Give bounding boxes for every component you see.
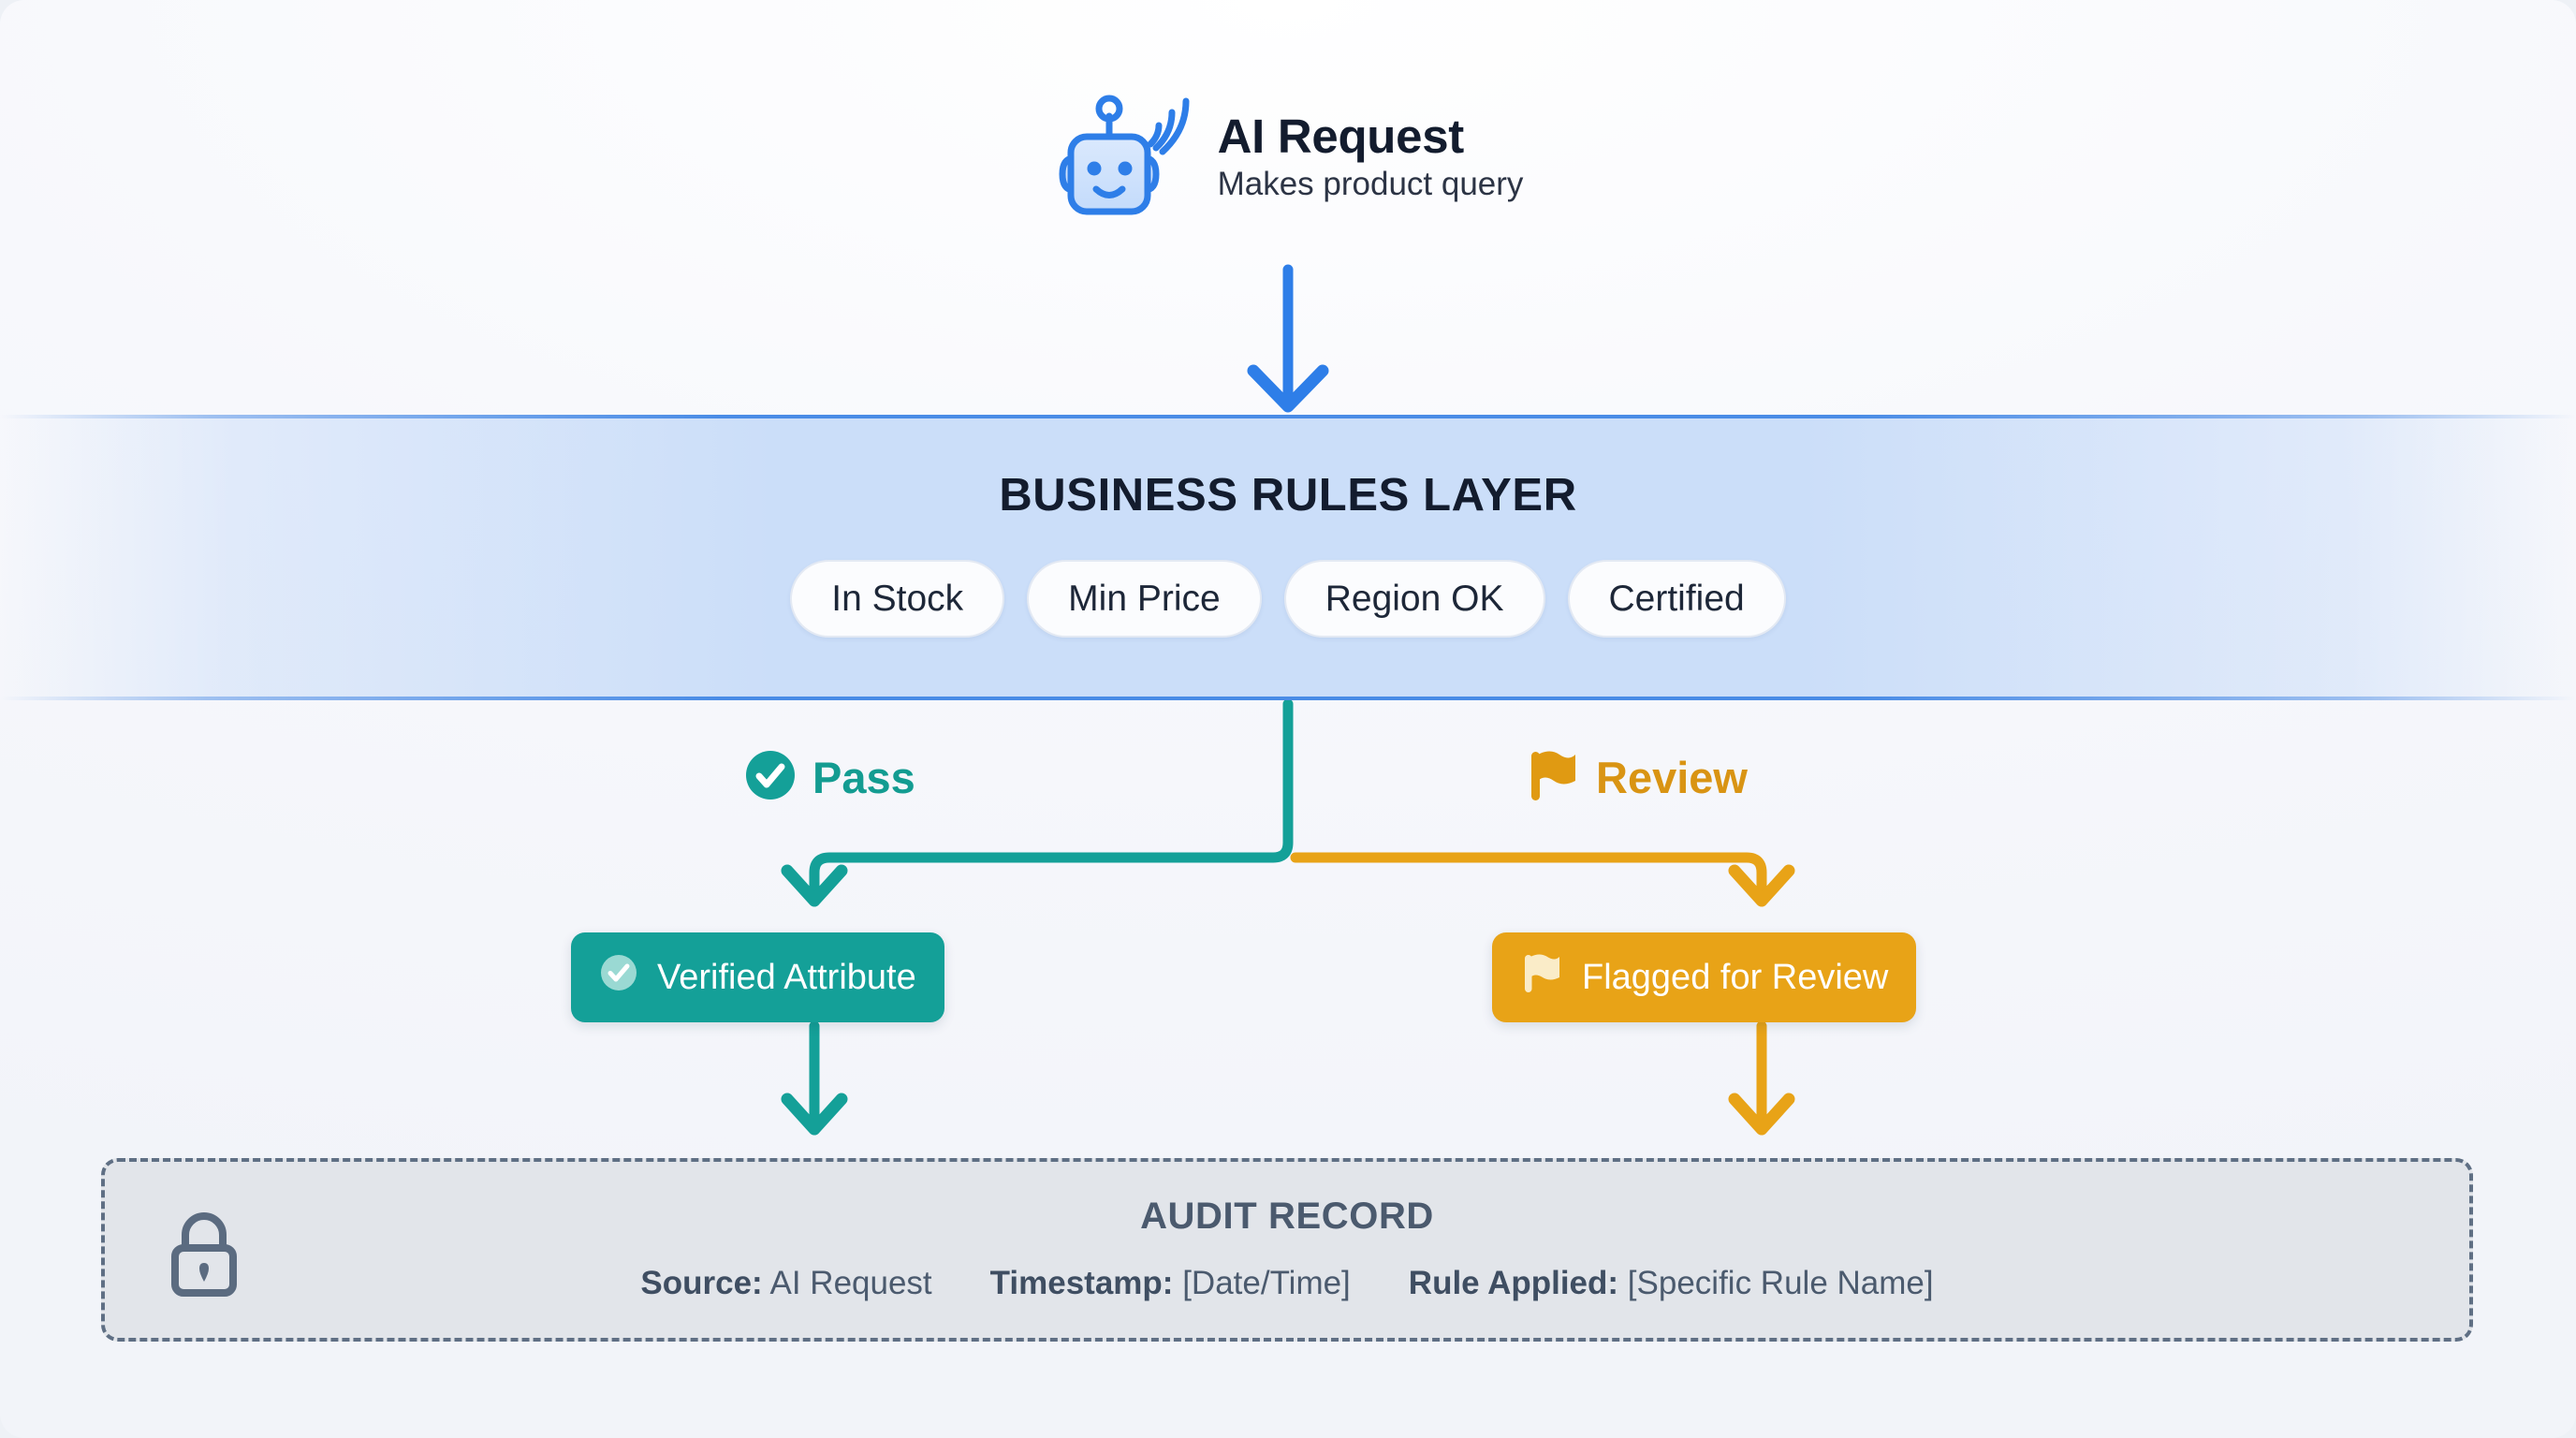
check-circle-icon	[599, 953, 638, 1002]
audit-field-source-key: Source:	[640, 1265, 763, 1301]
connector-verified-to-audit	[781, 1020, 848, 1136]
audit-field-timestamp: Timestamp: [Date/Time]	[990, 1264, 1351, 1303]
audit-record: AUDIT RECORD Source: AI Request Timestam…	[101, 1158, 2473, 1342]
business-rules-layer: BUSINESS RULES LAYER In Stock Min Price …	[0, 415, 2576, 700]
rule-pill-certified[interactable]: Certified	[1567, 560, 1786, 638]
rules-layer-title: BUSINESS RULES LAYER	[999, 470, 1577, 521]
source-node: AI Request Makes product query	[0, 86, 2576, 227]
lock-icon	[161, 1207, 247, 1299]
source-text: AI Request Makes product query	[1218, 112, 1524, 200]
audit-record-fields: Source: AI Request Timestamp: [Date/Time…	[105, 1264, 2469, 1303]
audit-field-rule-applied: Rule Applied: [Specific Rule Name]	[1409, 1264, 1934, 1303]
audit-field-source-value: AI Request	[769, 1265, 932, 1301]
audit-field-rule-applied-value: [Specific Rule Name]	[1627, 1265, 1934, 1301]
rule-pill-region-ok[interactable]: Region OK	[1283, 560, 1545, 638]
audit-field-timestamp-value: [Date/Time]	[1182, 1265, 1351, 1301]
branch-label-review: Review	[1526, 746, 1748, 809]
branch-label-pass-text: Pass	[812, 753, 915, 802]
robot-icon	[1053, 86, 1193, 227]
branch-label-review-text: Review	[1596, 753, 1748, 802]
outcome-flagged-label: Flagged for Review	[1582, 957, 1889, 997]
branch-label-pass: Pass	[744, 749, 915, 806]
source-subtitle: Makes product query	[1217, 166, 1524, 202]
flag-icon	[1520, 950, 1563, 1005]
outcome-verified-attribute[interactable]: Verified Attribute	[571, 932, 944, 1022]
audit-record-title: AUDIT RECORD	[1140, 1196, 1434, 1237]
outcome-flagged-for-review[interactable]: Flagged for Review	[1492, 932, 1917, 1022]
connector-flagged-to-audit	[1728, 1020, 1795, 1136]
flag-icon	[1526, 746, 1580, 809]
source-title: AI Request	[1217, 110, 1465, 163]
audit-field-source: Source: AI Request	[640, 1264, 931, 1303]
rules-pill-list: In Stock Min Price Region OK Certified	[0, 560, 2576, 638]
audit-field-timestamp-key: Timestamp:	[989, 1265, 1174, 1301]
outcome-verified-label: Verified Attribute	[657, 957, 916, 997]
rule-pill-min-price[interactable]: Min Price	[1027, 560, 1262, 638]
connector-review-branch	[1290, 852, 1795, 907]
check-circle-icon	[744, 749, 797, 806]
arrow-source-to-rules	[1247, 264, 1329, 413]
rule-pill-in-stock[interactable]: In Stock	[790, 560, 1005, 638]
audit-field-rule-applied-key: Rule Applied:	[1408, 1265, 1619, 1301]
